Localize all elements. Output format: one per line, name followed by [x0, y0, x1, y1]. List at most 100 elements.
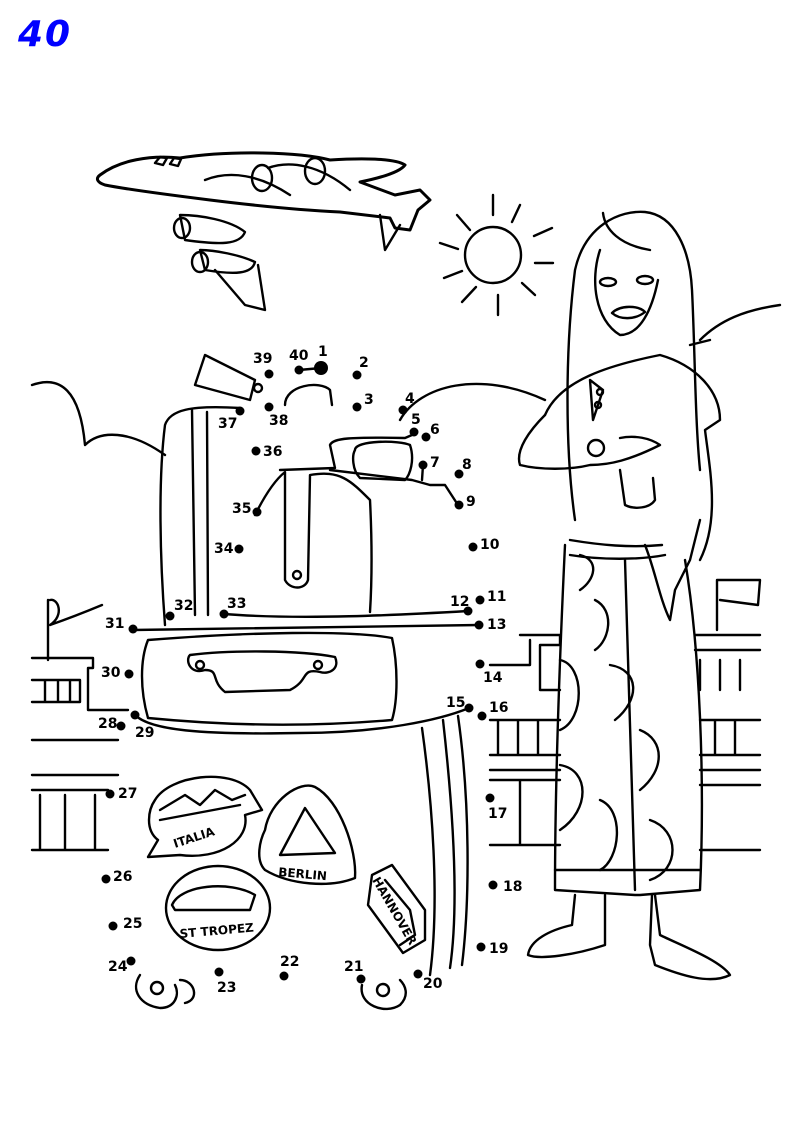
dot-marker[interactable]: [454, 500, 464, 510]
dot-marker[interactable]: [485, 793, 495, 803]
dot-marker[interactable]: [474, 620, 484, 630]
dot-marker[interactable]: [421, 432, 431, 442]
dot-marker[interactable]: [477, 711, 487, 721]
dot-marker[interactable]: [314, 361, 328, 375]
dot-30[interactable]: 30: [101, 665, 134, 681]
dot-marker[interactable]: [252, 507, 262, 517]
dot-1[interactable]: 1: [314, 344, 328, 375]
dot-37[interactable]: 37: [218, 406, 245, 433]
buildings-right: [488, 578, 762, 852]
dot-marker[interactable]: [413, 969, 423, 979]
dot-marker[interactable]: [128, 624, 138, 634]
dot-number-label: 9: [466, 494, 476, 510]
dot-8[interactable]: 8: [454, 457, 472, 479]
dot-marker[interactable]: [475, 659, 485, 669]
dot-14[interactable]: 14: [475, 659, 503, 687]
dot-11[interactable]: 11: [475, 589, 507, 605]
dot-marker[interactable]: [214, 967, 224, 977]
dot-13[interactable]: 13: [474, 617, 507, 633]
dot-marker[interactable]: [219, 609, 229, 619]
dot-marker[interactable]: [235, 406, 245, 416]
dot-marker[interactable]: [463, 606, 473, 616]
dot-marker[interactable]: [294, 365, 304, 375]
dot-marker[interactable]: [126, 956, 136, 966]
dot-39[interactable]: 39: [253, 351, 274, 379]
dot-marker[interactable]: [475, 595, 485, 605]
dot-marker[interactable]: [124, 669, 134, 679]
dot-number-label: 26: [113, 869, 132, 885]
dot-marker[interactable]: [476, 942, 486, 952]
dot-25[interactable]: 25: [108, 916, 143, 932]
dot-number-label: 10: [480, 537, 500, 553]
dot-number-label: 34: [214, 541, 234, 557]
dot-number-label: 6: [430, 422, 440, 438]
dot-marker[interactable]: [264, 402, 274, 412]
dot-6[interactable]: 6: [421, 422, 440, 442]
dot-20[interactable]: 20: [413, 969, 443, 993]
dot-number-label: 39: [253, 351, 272, 367]
dot-marker[interactable]: [234, 544, 244, 554]
sticker-berlin: BERLIN: [258, 784, 357, 886]
dot-4[interactable]: 4: [398, 391, 416, 415]
dot-31[interactable]: 31: [105, 616, 138, 634]
dot-36[interactable]: 36: [251, 444, 283, 460]
clouds-illustration: [30, 303, 782, 457]
dot-15[interactable]: 15: [446, 695, 474, 713]
dot-7[interactable]: 7: [418, 455, 440, 471]
dot-32[interactable]: 32: [165, 598, 194, 621]
dot-number-label: 40: [289, 348, 309, 364]
dot-28[interactable]: 28: [98, 716, 126, 732]
dot-16[interactable]: 16: [477, 700, 509, 721]
dot-marker[interactable]: [264, 369, 274, 379]
dot-marker[interactable]: [251, 446, 261, 456]
dot-22[interactable]: 22: [279, 954, 300, 981]
dot-35[interactable]: 35: [232, 501, 262, 517]
dot-number-label: 4: [405, 391, 415, 407]
dot-9[interactable]: 9: [454, 494, 476, 510]
dot-marker[interactable]: [356, 974, 366, 984]
dot-marker[interactable]: [352, 402, 362, 412]
dot-marker[interactable]: [488, 880, 498, 890]
dot-number-label: 11: [487, 589, 506, 605]
dot-5[interactable]: 5: [409, 412, 421, 437]
sticker-berlin-text: BERLIN: [278, 865, 328, 883]
dot-33[interactable]: 33: [219, 596, 247, 619]
dot-34[interactable]: 34: [214, 541, 244, 557]
dot-number-label: 37: [218, 416, 237, 432]
dot-29[interactable]: 29: [130, 710, 155, 742]
dot-number-label: 25: [123, 916, 142, 932]
dot-21[interactable]: 21: [344, 959, 366, 984]
sun-illustration: [438, 193, 555, 317]
dot-marker[interactable]: [398, 405, 408, 415]
dot-2[interactable]: 2: [352, 355, 369, 380]
dot-number-label: 33: [227, 596, 246, 612]
dot-marker[interactable]: [105, 789, 115, 799]
dot-3[interactable]: 3: [352, 392, 374, 412]
dot-23[interactable]: 23: [214, 967, 237, 997]
dot-marker[interactable]: [165, 611, 175, 621]
dot-27[interactable]: 27: [105, 786, 138, 802]
dot-marker[interactable]: [130, 710, 140, 720]
dot-marker[interactable]: [464, 703, 474, 713]
dot-24[interactable]: 24: [108, 956, 136, 976]
dot-marker[interactable]: [468, 542, 478, 552]
dot-marker[interactable]: [352, 370, 362, 380]
dot-number-label: 38: [269, 413, 288, 429]
dot-number-label: 31: [105, 616, 124, 632]
dot-number-label: 7: [430, 455, 440, 471]
dot-marker[interactable]: [418, 460, 428, 470]
dot-marker[interactable]: [116, 721, 126, 731]
dot-marker[interactable]: [409, 427, 419, 437]
dot-marker[interactable]: [101, 874, 111, 884]
dot-19[interactable]: 19: [476, 941, 509, 957]
dot-10[interactable]: 10: [468, 537, 500, 553]
dot-18[interactable]: 18: [488, 879, 523, 895]
dot-marker[interactable]: [108, 921, 118, 931]
dot-38[interactable]: 38: [264, 402, 289, 430]
dot-26[interactable]: 26: [101, 869, 133, 885]
dot-marker[interactable]: [454, 469, 464, 479]
dot-17[interactable]: 17: [485, 793, 508, 823]
dot-12[interactable]: 12: [450, 594, 473, 616]
dot-marker[interactable]: [279, 971, 289, 981]
dot-40[interactable]: 40: [289, 348, 309, 375]
